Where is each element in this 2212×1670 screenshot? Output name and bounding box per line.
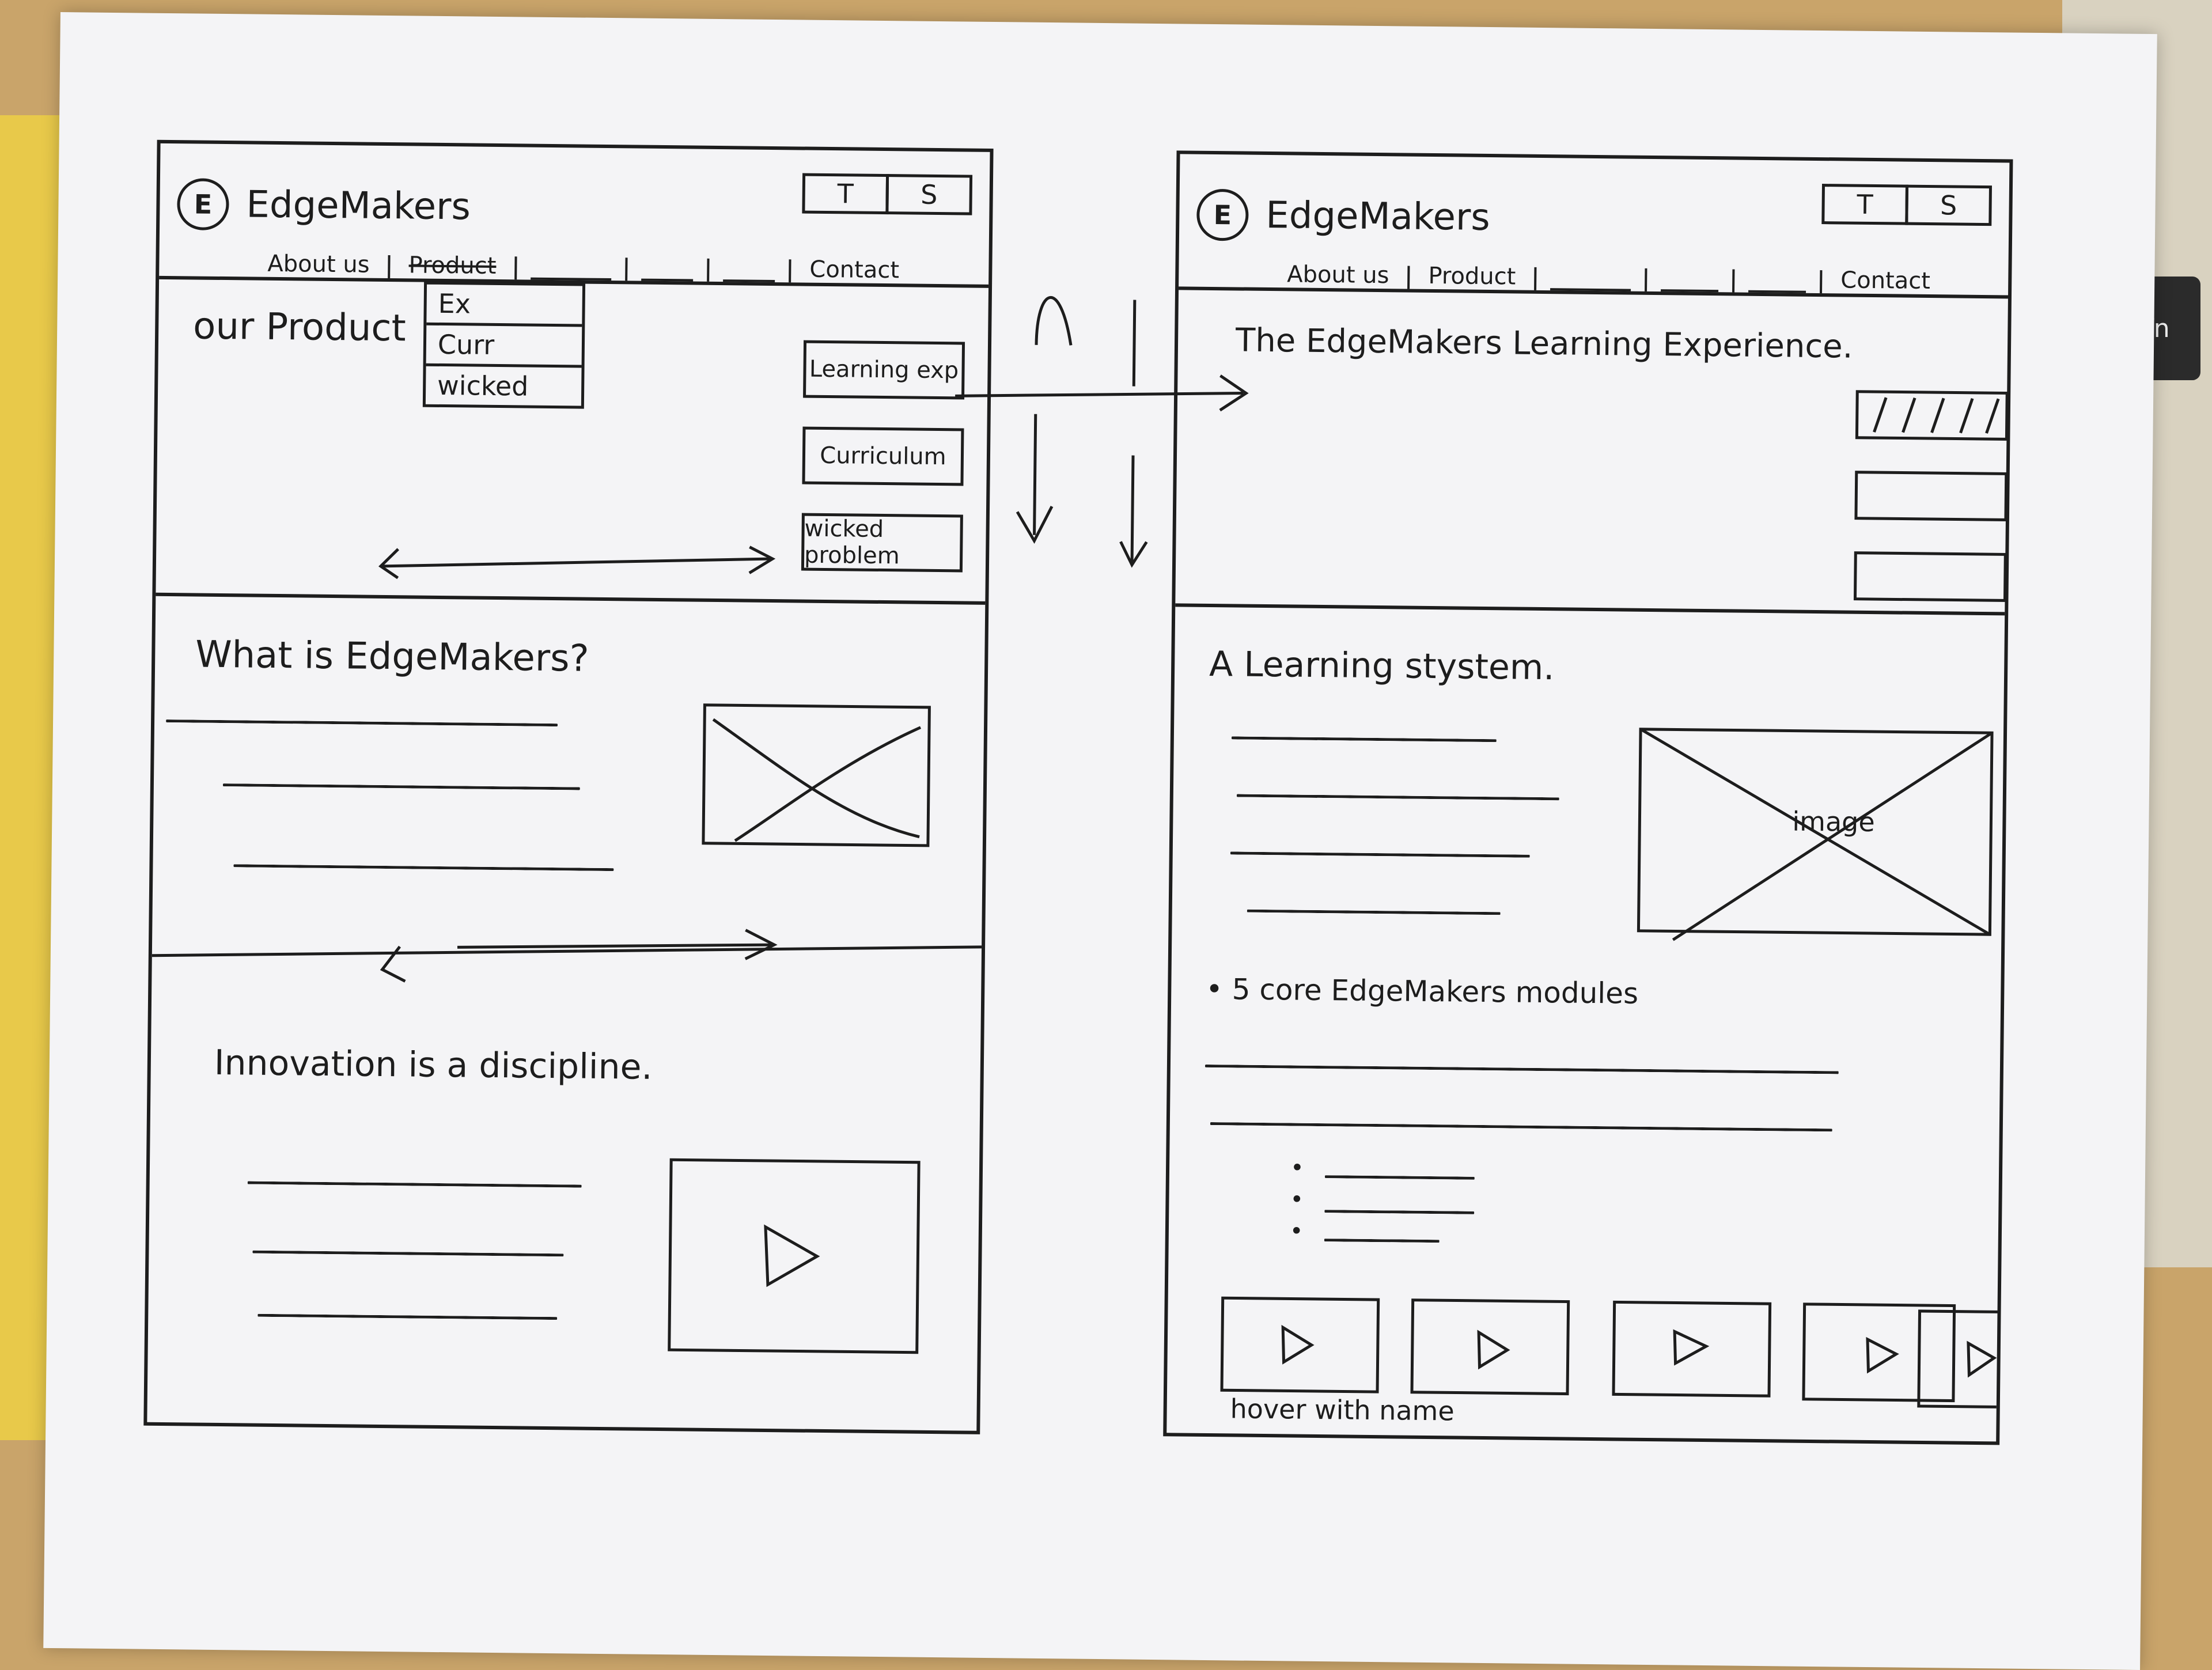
play-icon (1673, 1329, 1710, 1366)
text-placeholder-line (257, 1313, 558, 1320)
dropdown-item[interactable]: Curr (426, 325, 582, 368)
left-hero-title: our Product (192, 305, 407, 350)
text-placeholder-line (222, 783, 580, 790)
left-logo[interactable]: E EdgeMakers (177, 178, 471, 233)
right-ts-buttons: T S (1821, 184, 1993, 226)
right-wireframe: E EdgeMakers T S About us Product Contac… (1163, 150, 2013, 1445)
left-nav-placeholder[interactable] (723, 274, 775, 283)
module-video-thumb-3[interactable] (1611, 1299, 1773, 1399)
nav-separator (1732, 269, 1735, 293)
nav-separator (1645, 268, 1647, 291)
right-s-button[interactable]: S (1905, 184, 1993, 226)
text-placeholder-line (1210, 1122, 1832, 1132)
text-placeholder-line (233, 864, 614, 872)
left-wireframe: E EdgeMakers T S About us Product Contac… (143, 139, 994, 1434)
left-section2-title: What is EdgeMakers? (195, 633, 589, 680)
nav-separator (1534, 267, 1537, 290)
text-placeholder-line (1205, 1064, 1839, 1074)
dropdown-item[interactable]: wicked (437, 369, 529, 402)
module-video-thumb-5[interactable] (1916, 1308, 1998, 1413)
nav-separator (1820, 270, 1823, 294)
left-nav-placeholder[interactable] (641, 272, 694, 282)
left-nav-placeholder[interactable] (531, 271, 612, 281)
left-ts-buttons: T S (802, 173, 973, 215)
bullet-line (1324, 1210, 1475, 1214)
edgemakers-logo-icon: E (1196, 188, 1249, 241)
nav-separator (707, 258, 710, 282)
play-icon (764, 1224, 820, 1287)
right-nav-product[interactable]: Product (1428, 262, 1516, 290)
scroll-arrows-middle (1016, 296, 1148, 568)
text-placeholder-line (247, 1181, 582, 1188)
left-product-dropdown[interactable]: Ex Curr wicked (422, 281, 586, 409)
right-nav-contact[interactable]: Contact (1840, 267, 1931, 295)
right-nav-placeholder[interactable] (1550, 282, 1631, 291)
left-nav-contact[interactable]: Contact (809, 256, 900, 284)
right-brand-name: EdgeMakers (1266, 194, 1491, 240)
sketch-paper: E EdgeMakers T S About us Product Contac… (43, 12, 2157, 1670)
module-video-thumb-1[interactable] (1219, 1295, 1381, 1395)
text-placeholder-line (166, 719, 558, 727)
right-hero-title: The EdgeMakers Learning Experience. (1235, 321, 1853, 366)
nav-separator (1407, 266, 1410, 289)
left-nav-about[interactable]: About us (267, 250, 370, 278)
left-section3-title: Innovation is a discipline. (214, 1042, 653, 1088)
right-section2-title: A Learning stystem. (1209, 643, 1555, 688)
bullet-dot: • (1290, 1186, 1304, 1213)
edgemakers-logo-icon: E (177, 178, 229, 231)
bullet-line (1324, 1239, 1440, 1243)
nav-separator (625, 257, 628, 281)
module-video-thumb-4[interactable] (1801, 1301, 1957, 1407)
left-t-button[interactable]: T (802, 173, 889, 215)
text-placeholder-line (1230, 851, 1530, 858)
wicked-problem-button[interactable]: wicked problem (801, 513, 963, 573)
left-navbar: About us Product Contact (159, 241, 989, 288)
right-nav-placeholder[interactable] (1661, 283, 1719, 293)
dropdown-item[interactable]: Ex (426, 284, 583, 327)
right-image-placeholder (1637, 728, 1994, 941)
nav-separator (514, 256, 517, 280)
left-video-placeholder[interactable] (666, 1157, 922, 1355)
left-divider-1 (156, 592, 986, 605)
right-image-label: image (1792, 805, 1875, 838)
navigation-link-arrow (955, 374, 1249, 412)
nav-separator (789, 259, 791, 283)
nav-separator (388, 255, 391, 279)
text-placeholder-line (252, 1250, 564, 1257)
right-nav-about[interactable]: About us (1287, 261, 1389, 289)
bullet-dot: • (1289, 1218, 1304, 1245)
left-nav-product[interactable]: Product (408, 252, 497, 279)
text-placeholder-line (1247, 909, 1501, 915)
right-logo[interactable]: E EdgeMakers (1196, 188, 1491, 244)
right-navbar: About us Product Contact (1179, 252, 2009, 299)
bullet-line (1324, 1175, 1475, 1180)
learning-exp-button[interactable]: Learning exp (803, 340, 965, 400)
curriculum-button[interactable]: Curriculum (802, 426, 964, 486)
right-modules-title: • 5 core EdgeMakers modules (1206, 972, 1639, 1010)
right-t-button[interactable]: T (1821, 184, 1909, 225)
right-nav-placeholder[interactable] (1748, 284, 1806, 293)
play-icon (1477, 1330, 1510, 1370)
bullet-dot: • (1290, 1154, 1304, 1182)
left-image-placeholder (702, 703, 931, 847)
text-placeholder-line (1231, 736, 1497, 743)
left-brand-name: EdgeMakers (246, 183, 471, 229)
left-section2-carousel-arrows[interactable] (151, 921, 982, 993)
play-icon (1281, 1324, 1315, 1365)
right-hero-menu-buttons[interactable] (1849, 386, 2013, 618)
left-hero-carousel-arrows[interactable] (375, 537, 779, 588)
left-s-button[interactable]: S (885, 174, 973, 215)
text-placeholder-line (1236, 794, 1559, 801)
play-icon (1866, 1336, 1899, 1374)
module-video-thumb-2[interactable] (1409, 1297, 1571, 1397)
modules-title-text: 5 core EdgeMakers modules (1232, 972, 1639, 1010)
play-icon (1967, 1340, 1997, 1378)
right-hover-note: hover with name (1230, 1393, 1455, 1427)
